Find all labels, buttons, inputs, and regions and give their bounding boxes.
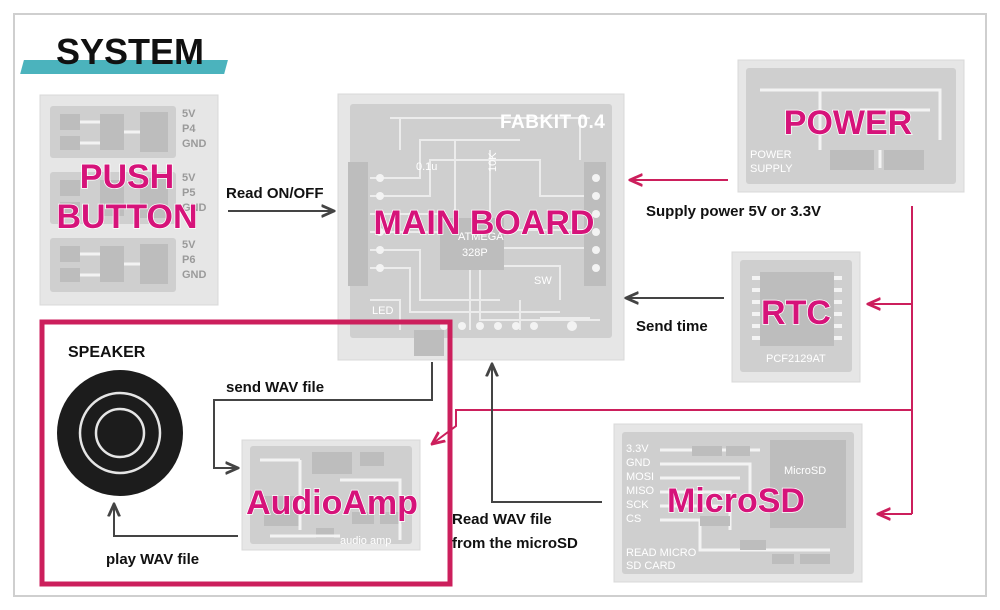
main-board-silk-title: FABKIT 0.4: [500, 112, 605, 133]
send-wav-arrow: [213, 362, 433, 468]
send-time-label: Send time: [636, 318, 708, 335]
main-board-block: FABKIT 0.4 ATMEGA 328P SW LED 10K 0.1u M…: [337, 93, 625, 361]
send-wav-label: send WAV file: [226, 379, 324, 396]
speaker-cone-ring: [78, 391, 162, 475]
main-board-label: MAIN BOARD: [374, 204, 595, 242]
pb-pin-label: GND: [182, 269, 207, 281]
power-to-audioamp-arrow: [432, 409, 912, 444]
main-board-silk-chip2: 328P: [462, 247, 488, 259]
microsd-silk-pin: CS: [626, 513, 641, 525]
audio-amp-label: AudioAmp: [246, 484, 418, 522]
main-board-silk-led: LED: [372, 305, 393, 317]
main-board-silk-10k: 10K: [487, 152, 499, 172]
push-button-board-2: [50, 172, 176, 224]
power-block: POWER SUPPLY POWER: [737, 59, 965, 193]
main-board-silk-sw: SW: [534, 275, 552, 287]
microsd-socket: [770, 440, 846, 528]
push-button-label-line2: BUTTON: [56, 198, 197, 236]
pb-pin-label: P6: [182, 254, 195, 266]
microsd-silk-line2: SD CARD: [626, 560, 676, 572]
page-title: SYSTEM: [56, 31, 204, 72]
title-group: SYSTEM: [20, 31, 228, 74]
microsd-silk-pin: SCK: [626, 499, 649, 511]
pb-pin-label: 5V: [182, 239, 196, 251]
read-wav-arrow: [492, 364, 602, 503]
read-wav-label-line1: Read WAV file: [452, 511, 552, 528]
push-button-board-1: [50, 106, 176, 158]
speaker-block: SPEAKER: [57, 344, 183, 496]
pb-pin-label: 5V: [182, 172, 196, 184]
rtc-chip: [760, 272, 834, 346]
read-onoff-label: Read ON/OFF: [226, 185, 324, 202]
speaker-center-ring: [94, 407, 146, 459]
pb-pin-label: P5: [182, 187, 195, 199]
power-silk-line1: POWER: [750, 149, 792, 161]
microsd-block: 3.3V GND MOSI MISO SCK CS READ MICRO SD …: [613, 423, 863, 583]
microsd-label: MicroSD: [667, 482, 805, 520]
power-label: POWER: [784, 104, 912, 142]
speaker-label: SPEAKER: [68, 344, 146, 361]
push-button-label-line1: PUSH: [80, 158, 174, 196]
rtc-block: PCF2129AT RTC: [731, 251, 861, 383]
microsd-silk-line1: READ MICRO: [626, 547, 697, 559]
microsd-silk-socket: MicroSD: [784, 465, 826, 477]
microsd-silk-pin: GND: [626, 457, 651, 469]
main-board-chip: [440, 218, 504, 270]
play-wav-arrow: [114, 504, 238, 537]
pb-pin-label: GND: [182, 138, 207, 150]
rtc-label: RTC: [761, 294, 831, 332]
push-button-block: 5V P4 GND 5V P5 GND 5V P6 GND PUSH BUTTO…: [39, 94, 219, 306]
pb-pin-label: GND: [182, 202, 207, 214]
main-board-silk-cap: 0.1u: [416, 161, 437, 173]
main-board-silk-chip1: ATMEGA: [458, 231, 504, 243]
supply-power-label: Supply power 5V or 3.3V: [646, 203, 821, 220]
speaker-icon: [57, 370, 183, 496]
pb-pin-label: 5V: [182, 108, 196, 120]
audio-amp-silk: audio amp: [340, 535, 391, 547]
microsd-silk-pin: 3.3V: [626, 443, 649, 455]
microsd-silk-pin: MOSI: [626, 471, 654, 483]
power-silk-line2: SUPPLY: [750, 163, 793, 175]
rtc-silk-chip: PCF2129AT: [766, 353, 826, 365]
title-underline: [20, 60, 228, 74]
microsd-silk-pin: MISO: [626, 485, 655, 497]
push-button-board-3: [50, 238, 176, 292]
play-wav-label: play WAV file: [106, 551, 199, 568]
audio-amp-block: audio amp AudioAmp: [241, 439, 421, 551]
read-wav-label-line2: from the microSD: [452, 535, 578, 552]
audio-group-frame: [39, 319, 453, 587]
pb-pin-label: P4: [182, 123, 196, 135]
